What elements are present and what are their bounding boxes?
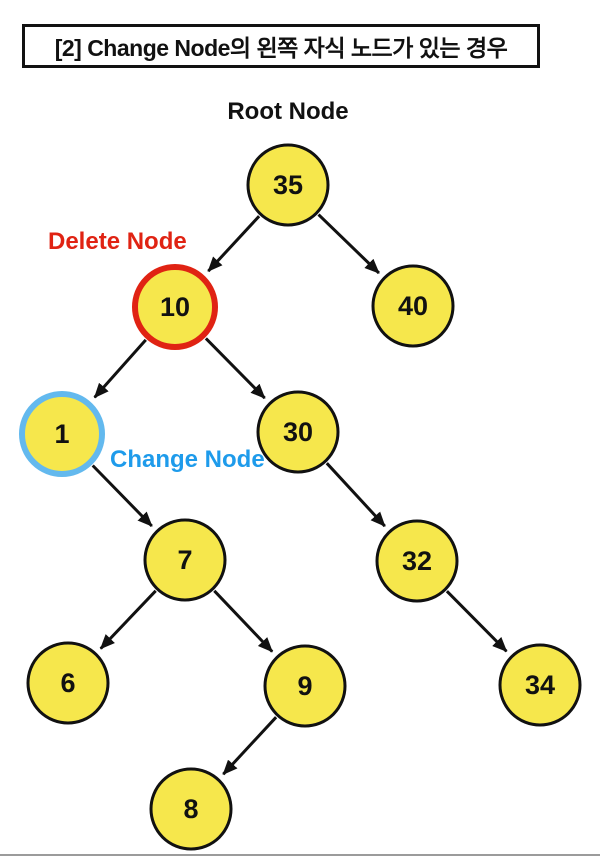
- tree-edge-30-32: [325, 462, 386, 528]
- node-circle-9: [263, 644, 347, 728]
- tree-node-7: 7: [143, 518, 227, 602]
- node-circle-10: [132, 264, 218, 350]
- node-value-6: 6: [60, 668, 75, 698]
- tree-node-40: 40: [371, 264, 455, 348]
- node-value-34: 34: [525, 670, 555, 700]
- tree-edge-9-8: [222, 716, 278, 776]
- node-value-1: 1: [54, 419, 69, 449]
- tree-node-30: 30: [256, 390, 340, 474]
- node-value-7: 7: [177, 545, 192, 575]
- node-value-35: 35: [273, 170, 303, 200]
- node-circle-32: [375, 519, 459, 603]
- node-circle-40: [371, 264, 455, 348]
- tree-edge-35-40: [317, 213, 380, 275]
- tree-edge-1-7: [91, 464, 153, 528]
- node-value-10: 10: [160, 292, 190, 322]
- tree-node-35-root-node: 35: [246, 143, 330, 227]
- tree-node-10-delete-node: 10: [132, 264, 218, 350]
- tree-node-32: 32: [375, 519, 459, 603]
- tree-node-9: 9: [263, 644, 347, 728]
- tree-edges: [91, 213, 508, 776]
- root-node-label: Root Node: [227, 98, 349, 125]
- node-circle-6: [26, 641, 110, 725]
- node-circle-34: [498, 643, 582, 727]
- tree-edge-35-10: [207, 215, 261, 273]
- node-value-30: 30: [283, 417, 313, 447]
- node-circle-35: [246, 143, 330, 227]
- node-value-9: 9: [297, 671, 312, 701]
- tree-nodes: 35 10 40 1 30 7 32 6 9 34 8: [19, 143, 582, 851]
- change-node-label: Change Node: [110, 446, 265, 473]
- node-circle-8: [149, 767, 233, 851]
- node-value-40: 40: [398, 291, 428, 321]
- tree-edge-10-30: [204, 337, 266, 400]
- node-circle-7: [143, 518, 227, 602]
- tree-edge-32-34: [445, 590, 508, 653]
- slide-title: [2] Change Node의 왼쪽 자식 노드가 있는 경우: [54, 35, 508, 61]
- tree-edge-7-6: [99, 589, 157, 650]
- node-value-32: 32: [402, 546, 432, 576]
- node-circle-1: [19, 391, 105, 477]
- tree-node-6: 6: [26, 641, 110, 725]
- tree-node-34: 34: [498, 643, 582, 727]
- tree-edge-10-1: [93, 338, 147, 399]
- title-box: [2] Change Node의 왼쪽 자식 노드가 있는 경우: [22, 24, 540, 68]
- tree-edge-7-9: [213, 589, 274, 653]
- node-circle-30: [256, 390, 340, 474]
- footer-divider-line: [0, 854, 600, 856]
- tree-node-8: 8: [149, 767, 233, 851]
- delete-node-label: Delete Node: [48, 228, 187, 255]
- node-value-8: 8: [183, 794, 198, 824]
- tree-node-1-change-node: 1: [19, 391, 105, 477]
